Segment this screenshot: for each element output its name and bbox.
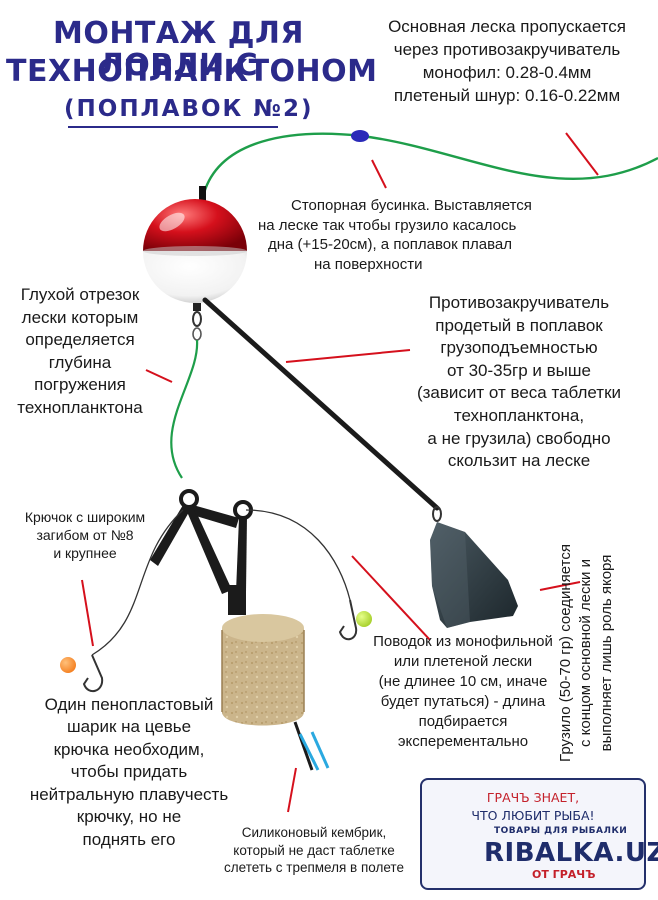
silicone-tube-mark xyxy=(298,733,320,771)
hook-left xyxy=(60,654,104,693)
sinker xyxy=(430,506,518,628)
label-main-line: Основная леска пропускается через против… xyxy=(388,17,626,105)
label-hook: Крючок с широким загибом от №8 и крупнее xyxy=(24,509,146,562)
label-sinker: Грузило (50-70 гр) соединяется с концом … xyxy=(557,544,615,762)
main-line xyxy=(202,132,658,194)
label-anti-twist: Противозакручиватель продетый в поплавок… xyxy=(416,293,622,471)
label-stopper-bead: Стопорная бусинка. Выставляется на леске… xyxy=(258,197,532,273)
ribalka-logo[interactable]: ГРАЧЪ ЗНАЕТ, ЧТО ЛЮБИТ РЫБА! ТОВАРЫ ДЛЯ … xyxy=(420,778,658,890)
logo-brand: RIBALKA.UZ xyxy=(484,838,658,868)
title-line-1: МОНТАЖ ДЛЯ ЛОВЛИ С xyxy=(52,16,305,84)
anti-twist-tube xyxy=(202,297,440,511)
swivel xyxy=(192,303,202,341)
logo-slogan-2: ЧТО ЛЮБИТ РЫБА! xyxy=(471,808,595,823)
title-line-2: ТЕХНОПЛАНКТОНОМ xyxy=(6,54,378,89)
blind-segment-line xyxy=(170,339,199,479)
label-foam-ball: Один пенопластовый шарик на цевье крючка… xyxy=(29,695,229,849)
logo-from: ОТ ГРАЧЪ xyxy=(532,868,596,881)
feeder-frame xyxy=(150,489,253,615)
label-leash: Поводок из монофильной или плетеной леск… xyxy=(373,633,553,750)
hook-right xyxy=(338,599,372,641)
technoplankton-pellet xyxy=(221,614,305,726)
foam-ball-orange xyxy=(60,657,76,673)
label-silicone-tube: Силиконовый кембрик, который не даст таб… xyxy=(224,825,404,876)
leash-left xyxy=(91,509,184,656)
label-blind-segment: Глухой отрезок лески которым определяетс… xyxy=(17,285,143,418)
logo-tagline: ТОВАРЫ ДЛЯ РЫБАЛКИ xyxy=(494,826,628,836)
foam-ball-green xyxy=(356,611,372,627)
stopper-bead xyxy=(351,130,369,142)
pointer-lines xyxy=(81,132,599,813)
logo-slogan-1: ГРАЧЪ ЗНАЕТ, xyxy=(486,790,580,805)
float-stem xyxy=(199,186,206,202)
subtitle: (ПОПЛАВОК №2) xyxy=(64,96,314,122)
float xyxy=(143,199,247,303)
leash-right xyxy=(245,509,351,601)
